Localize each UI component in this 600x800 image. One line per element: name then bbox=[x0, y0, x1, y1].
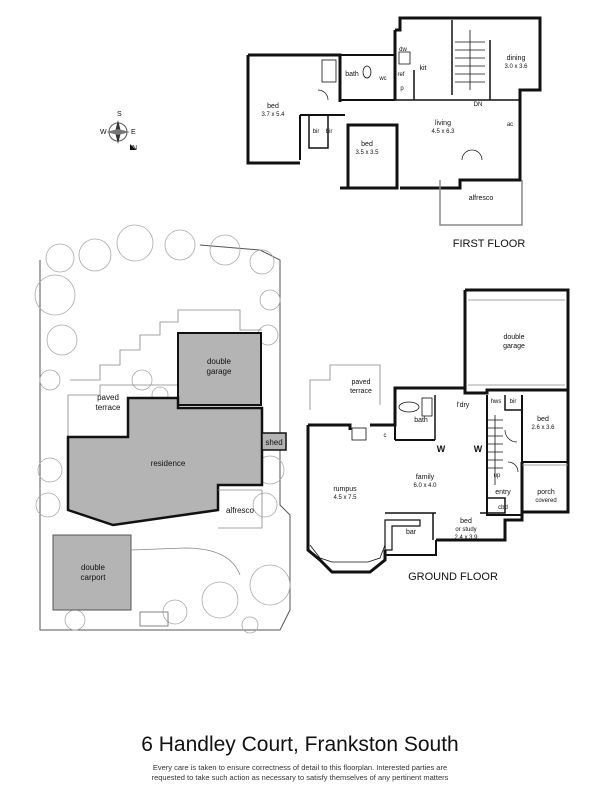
gf-ldry-label: l'dry bbox=[457, 402, 470, 409]
first-floor-plan bbox=[246, 16, 542, 226]
ff-living-label: living bbox=[435, 120, 451, 127]
gf-bed-study-sub: or study bbox=[455, 527, 476, 533]
site-terrace-line2: terrace bbox=[96, 403, 121, 412]
ff-dining-dims: 3.0 x 3.6 bbox=[504, 64, 528, 70]
ff-living-dims: 4.5 x 6.3 bbox=[431, 129, 455, 135]
site-double-carport bbox=[52, 534, 132, 611]
ff-kit-label: kit bbox=[420, 65, 427, 72]
ff-alfresco-label: alfresco bbox=[469, 195, 494, 202]
site-carport-line2: carport bbox=[81, 573, 107, 582]
compass-west-label: W bbox=[100, 129, 107, 136]
site-carport-line1: double bbox=[81, 563, 106, 572]
gf-garage-line2: garage bbox=[503, 343, 525, 350]
gf-up-label: up bbox=[494, 473, 501, 479]
gf-rumpus-dims: 4.5 x 7.5 bbox=[333, 495, 357, 501]
site-terrace-line1: paved bbox=[97, 393, 119, 402]
gf-bed-study-label: bed bbox=[460, 518, 472, 525]
gf-w2-label: W bbox=[474, 444, 483, 454]
floorplan-drawing: S W E N bed 3.7 x 5.4 bath bbox=[34, 16, 570, 634]
site-garage-line2: garage bbox=[207, 367, 232, 376]
ff-wc-label: wc bbox=[378, 76, 386, 82]
site-double-garage bbox=[177, 332, 262, 406]
ff-bath-label: bath bbox=[345, 71, 359, 78]
disclaimer-line-1: Every care is taken to ensure correctnes… bbox=[152, 763, 448, 772]
gf-bed-dims: 2.6 x 3.6 bbox=[531, 425, 555, 431]
gf-porch-label: porch bbox=[537, 489, 555, 496]
compass-east-label: E bbox=[131, 129, 136, 136]
gf-bir-label: bir bbox=[510, 399, 517, 405]
gf-hws-label: hws bbox=[491, 399, 502, 405]
site-plan: double garage paved terrace residence sh… bbox=[34, 224, 291, 634]
ff-dw-label: dw bbox=[399, 47, 407, 53]
ff-dn-label: DN bbox=[474, 102, 483, 108]
ff-bed-2-label: bed bbox=[361, 141, 373, 148]
ff-ref-label: ref bbox=[397, 72, 404, 78]
gf-cbd-label: cbd bbox=[498, 505, 508, 511]
ff-bed-main-label: bed bbox=[267, 103, 279, 110]
gf-bath-label: bath bbox=[414, 417, 428, 424]
ff-bed-main-dims: 3.7 x 5.4 bbox=[261, 112, 285, 118]
ground-floor-plan bbox=[306, 288, 570, 574]
ff-bir1-label: bir bbox=[313, 129, 320, 135]
site-shed bbox=[261, 432, 287, 451]
gf-w1-label: W bbox=[437, 444, 446, 454]
gf-family-label: family bbox=[416, 474, 435, 481]
gf-c-label: c bbox=[384, 433, 387, 439]
site-garage-line1: double bbox=[207, 357, 232, 366]
site-shed-label: shed bbox=[265, 438, 282, 447]
gf-terrace-line1: paved bbox=[351, 379, 370, 386]
first-floor-labels: bed 3.7 x 5.4 bath wc ref dw kit p dinin… bbox=[261, 47, 528, 250]
disclaimer-line-2: requested to take such action as necessa… bbox=[151, 773, 449, 782]
gf-terrace-line2: terrace bbox=[350, 388, 372, 395]
compass-rose: S W E N bbox=[100, 111, 137, 152]
compass-south-label: N bbox=[132, 145, 137, 152]
ff-bir2-label: bir bbox=[326, 129, 333, 135]
gf-bar-label: bar bbox=[406, 529, 417, 536]
ff-dining-label: dining bbox=[507, 55, 526, 62]
ground-floor-labels: double garage paved terrace bath c l'dry… bbox=[333, 334, 556, 583]
ground-floor-heading: GROUND FLOOR bbox=[408, 571, 498, 583]
disclaimer: Every care is taken to ensure correctnes… bbox=[0, 763, 600, 783]
site-alfresco-label: alfresco bbox=[226, 506, 255, 515]
ff-ac-label: ac bbox=[507, 122, 513, 128]
gf-family-dims: 6.0 x 4.0 bbox=[413, 483, 437, 489]
site-residence-label: residence bbox=[151, 459, 186, 468]
property-title: 6 Handley Court, Frankston South bbox=[141, 733, 459, 756]
gf-porch-sub: covered bbox=[535, 498, 556, 504]
ff-bed-2-dims: 3.5 x 3.5 bbox=[355, 150, 379, 156]
gf-rumpus-label: rumpus bbox=[333, 486, 357, 493]
gf-garage-line1: double bbox=[503, 334, 524, 341]
gf-bed-study-dims: 2.4 x 3.9 bbox=[454, 535, 478, 541]
compass-north-label: S bbox=[117, 111, 122, 118]
ff-p-label: p bbox=[400, 86, 404, 92]
gf-entry-label: entry bbox=[495, 489, 511, 496]
first-floor-heading: FIRST FLOOR bbox=[453, 238, 526, 250]
gf-bed-label: bed bbox=[537, 416, 549, 423]
